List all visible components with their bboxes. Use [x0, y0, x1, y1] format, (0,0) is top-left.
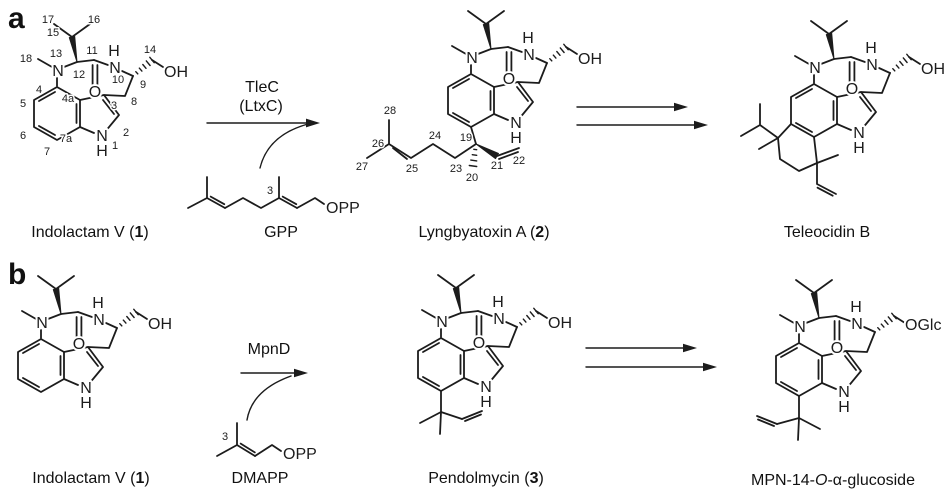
hydroxyl-label: OH — [921, 61, 945, 78]
c20-hash-bond — [468, 148, 478, 168]
label-teleocidin-b: Teleocidin B — [784, 224, 870, 241]
structure-gpp: 3 OPP — [187, 176, 362, 219]
dmapp-bonds — [216, 422, 282, 457]
hydroxyl-label: OH — [164, 64, 188, 81]
atom-number-25: 25 — [406, 163, 418, 175]
double-arrows-b — [585, 343, 717, 372]
label-pendolmycin: Pendolmycin (3) — [428, 470, 544, 487]
atom-number-6: 6 — [20, 130, 26, 142]
atom-number-20: 20 — [466, 172, 478, 184]
atom-number-1: 1 — [112, 140, 118, 152]
atom-number-22: 22 — [513, 155, 525, 167]
geranyl-bonds — [366, 119, 520, 160]
atom-numbers-indolactam: 17 16 15 18 13 12 11 10 9 14 8 3 2 1 7a … — [18, 13, 157, 160]
c21-wedge-bond — [475, 143, 499, 160]
structure-pendolmycin: OH — [416, 273, 574, 435]
cofactor-curve-a — [259, 123, 309, 169]
atom-number-10: 10 — [112, 74, 124, 86]
reverse-prenyl-bonds — [419, 390, 483, 435]
atom-number-4a: 4a — [62, 93, 75, 105]
structure-lyngbyatoxin-a: OH 19 20 21 22 23 24 25 26 27 28 — [354, 9, 604, 186]
atom-number-28: 28 — [384, 105, 396, 117]
label-indolactam-v-a: Indolactam V (1) — [31, 224, 148, 241]
atom-number-8: 8 — [131, 96, 137, 108]
atom-number-16: 16 — [88, 14, 100, 26]
atom-number-17: 17 — [42, 14, 54, 26]
atom-number-14: 14 — [144, 44, 156, 56]
label-gpp: GPP — [264, 224, 298, 241]
label-dmapp: DMAPP — [232, 470, 289, 487]
hydroxyl-label: OH — [548, 315, 572, 332]
hydroxyl-label: OH — [578, 51, 602, 68]
atom-number-9: 9 — [140, 79, 146, 91]
double-arrows-a — [576, 102, 708, 130]
atom-number-5: 5 — [20, 98, 26, 110]
gpp-c3-number: 3 — [267, 185, 273, 197]
label-lyngbyatoxin-a: Lyngbyatoxin A (2) — [418, 224, 549, 241]
atom-number-27: 27 — [356, 161, 368, 173]
cofactor-curve-b — [246, 375, 292, 421]
label-mpn-glucoside: MPN-14-O-α-glucoside — [751, 472, 915, 489]
atom-number-15: 15 — [47, 27, 59, 39]
atom-number-7a: 7a — [60, 133, 73, 145]
atom-number-24: 24 — [429, 130, 441, 142]
glucoside-label: OGlc — [905, 317, 941, 334]
structure-dmapp: 3 OPP — [216, 422, 319, 465]
atom-number-3: 3 — [111, 100, 117, 112]
atom-numbers-geranyl: 19 20 21 22 23 24 25 26 27 28 — [354, 104, 526, 186]
hydroxyl-label: OH — [148, 316, 172, 333]
reverse-prenyl-bonds — [756, 395, 821, 441]
structure-teleocidin-b: OH — [740, 19, 946, 197]
atom-number-13: 13 — [50, 48, 62, 60]
label-indolactam-v-b: Indolactam V (1) — [32, 470, 149, 487]
reaction-arrow-a — [206, 118, 320, 169]
atom-number-26: 26 — [372, 138, 384, 150]
atom-number-2: 2 — [123, 127, 129, 139]
gpp-bonds — [187, 176, 325, 209]
atom-number-11: 11 — [86, 45, 97, 57]
enzyme-label-mpnd: MpnD — [248, 341, 291, 358]
structure-mpn-glucoside: OGlc — [756, 278, 943, 441]
panel-a-tag: a — [8, 2, 25, 35]
panel-b-tag: b — [8, 258, 26, 291]
enzyme-label-tlec: TleC — [245, 79, 279, 96]
gpp-opp-label: OPP — [326, 200, 360, 217]
atom-number-23: 23 — [450, 163, 462, 175]
atom-number-19: 19 — [460, 132, 472, 144]
dmapp-opp-label: OPP — [283, 446, 317, 463]
atom-number-12: 12 — [73, 69, 85, 81]
atom-number-18: 18 — [20, 53, 32, 65]
atom-number-4: 4 — [36, 84, 42, 96]
enzyme-label-ltxc: (LtxC) — [239, 98, 283, 115]
atom-number-7: 7 — [44, 146, 50, 158]
dmapp-c3-number: 3 — [222, 431, 228, 443]
atom-number-21: 21 — [491, 160, 503, 172]
reaction-arrow-b — [240, 368, 308, 421]
structure-indolactam-v-b: OH — [16, 274, 174, 414]
structure-indolactam-v-a: OH 17 16 15 18 13 12 11 10 9 14 8 3 2 1 … — [18, 13, 190, 162]
terpene-ring-bonds — [740, 103, 839, 197]
